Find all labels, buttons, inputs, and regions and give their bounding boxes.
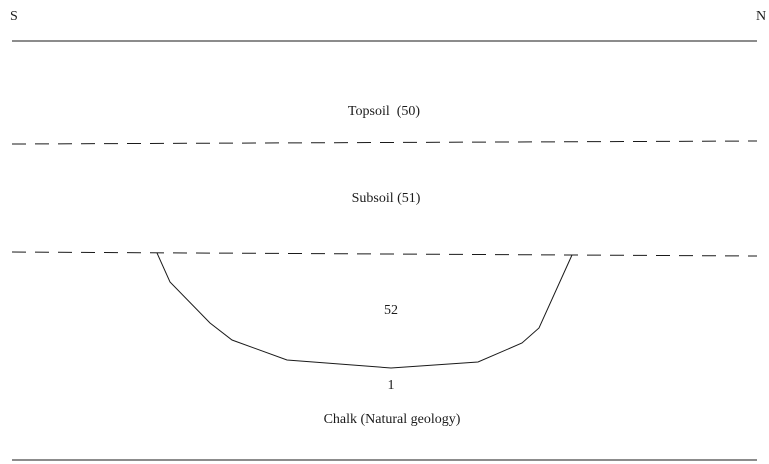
north-label: N — [756, 9, 766, 24]
feature-fill-label: 52 — [384, 303, 398, 318]
topsoil-subsoil-boundary — [11, 140, 758, 145]
subsoil-label: Subsoil (51) — [352, 191, 421, 206]
feature-cut-label: 1 — [388, 378, 395, 393]
south-label: S — [10, 9, 18, 24]
natural-geology-label: Chalk (Natural geology) — [324, 412, 461, 427]
subsoil-chalk-boundary — [11, 251, 758, 257]
feature-cut-profile — [156, 252, 573, 369]
topsoil-label: Topsoil (50) — [348, 104, 420, 119]
